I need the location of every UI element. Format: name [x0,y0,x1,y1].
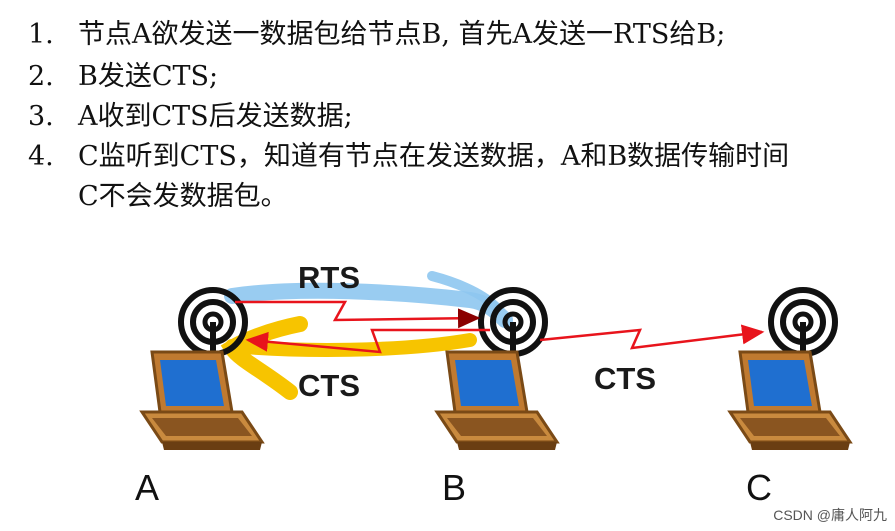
node-a-label: A [135,467,159,508]
rts-highlight-stroke [224,282,513,328]
step-4-continuation: C不会发数据包。 [78,181,288,212]
step-1: 1. 节点A欲发送一数据包给节点B, 首先A发送一RTS给B; [28,12,725,51]
step-4: 4. C监听到CTS，知道有节点在发送数据，A和B数据传输时间 [28,134,789,173]
step-2-text: B发送CTS; [78,61,219,92]
step-1-number: 1. [28,19,54,50]
cts-arrow-to-a [245,328,490,354]
step-2-number: 2. [28,61,54,92]
watermark: CSDN @庸人阿九 [773,507,887,523]
cts-arrow-to-c [539,324,765,350]
cts-label-left: CTS [298,368,360,403]
rts-arrow [235,300,481,329]
step-4-number: 4. [28,141,54,172]
node-b-laptop-icon [435,350,559,452]
node-c-laptop-icon [728,350,852,452]
cts-label-right: CTS [594,361,656,396]
node-b-label: B [442,467,466,508]
step-list: 1. 节点A欲发送一数据包给节点B, 首先A发送一RTS给B; 2. B发送CTS;… [0,0,895,215]
step-3-text: A收到CTS后发送数据; [78,101,353,132]
rts-label: RTS [298,260,360,295]
step-2: 2. B发送CTS; [28,54,218,93]
step-4-text: C监听到CTS，知道有节点在发送数据，A和B数据传输时间 [78,141,790,172]
step-1-text: 节点A欲发送一数据包给节点B, 首先A发送一RTS给B; [78,19,726,50]
step-3-number: 3. [28,101,54,132]
step-3: 3. A收到CTS后发送数据; [28,94,353,133]
node-c-label: C [746,467,772,508]
